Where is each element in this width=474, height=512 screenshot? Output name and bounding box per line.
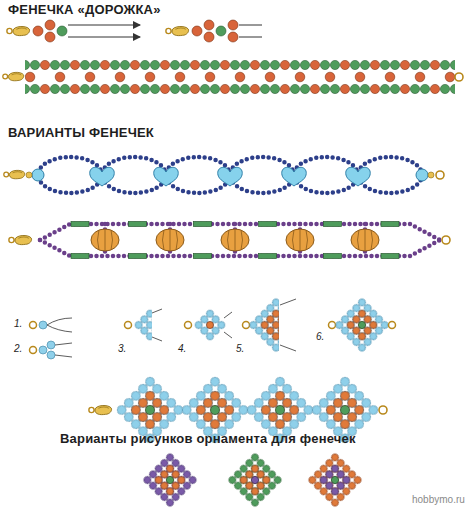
step-number: 4. bbox=[178, 343, 186, 355]
step-number: 1. bbox=[14, 318, 22, 330]
step-number: 3. bbox=[118, 343, 126, 355]
title: ФЕНЕЧКА «ДОРОЖКА» bbox=[8, 3, 161, 18]
step-number: 2. bbox=[14, 343, 22, 355]
step-number: 6. bbox=[316, 331, 324, 343]
path-bracelet bbox=[3, 60, 463, 94]
watermark: hobbymo.ru bbox=[412, 494, 465, 506]
weaving-steps bbox=[30, 297, 396, 359]
ornament-variants bbox=[142, 452, 364, 509]
pumpkin-bracelet bbox=[9, 222, 450, 259]
section-heading: Варианты рисунков орнамента для фенечек bbox=[60, 432, 356, 447]
section-heading: ВАРИАНТЫ ФЕНЕЧЕК bbox=[8, 126, 154, 141]
heart-bracelet bbox=[4, 157, 444, 193]
start-steps bbox=[7, 20, 262, 42]
step-number: 5. bbox=[236, 343, 244, 355]
